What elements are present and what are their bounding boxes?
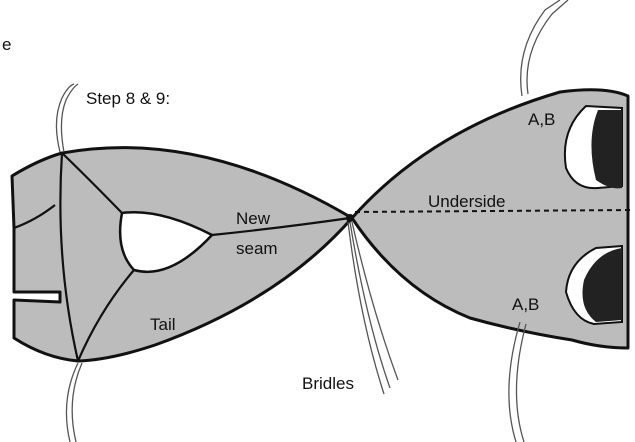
ab-label-bottom: A,B <box>512 295 539 314</box>
string-top-right-2 <box>527 0 568 94</box>
bridle-knot <box>346 214 354 222</box>
string-top-left-1 <box>56 84 74 152</box>
step-label: Step 8 & 9: <box>86 89 170 108</box>
string-bottom-right-1 <box>509 322 520 442</box>
underside-label: Underside <box>428 192 506 211</box>
upper-eye-dark <box>591 110 622 188</box>
new-seam-label-line2: seam <box>236 239 278 258</box>
string-bottom-right-2 <box>516 324 526 442</box>
bridles-label: Bridles <box>302 374 354 393</box>
corner-fragment-text: e <box>2 35 11 54</box>
tail-label: Tail <box>150 315 176 334</box>
new-seam-label-line1: New <box>236 209 271 228</box>
ab-label-top: A,B <box>528 110 555 129</box>
